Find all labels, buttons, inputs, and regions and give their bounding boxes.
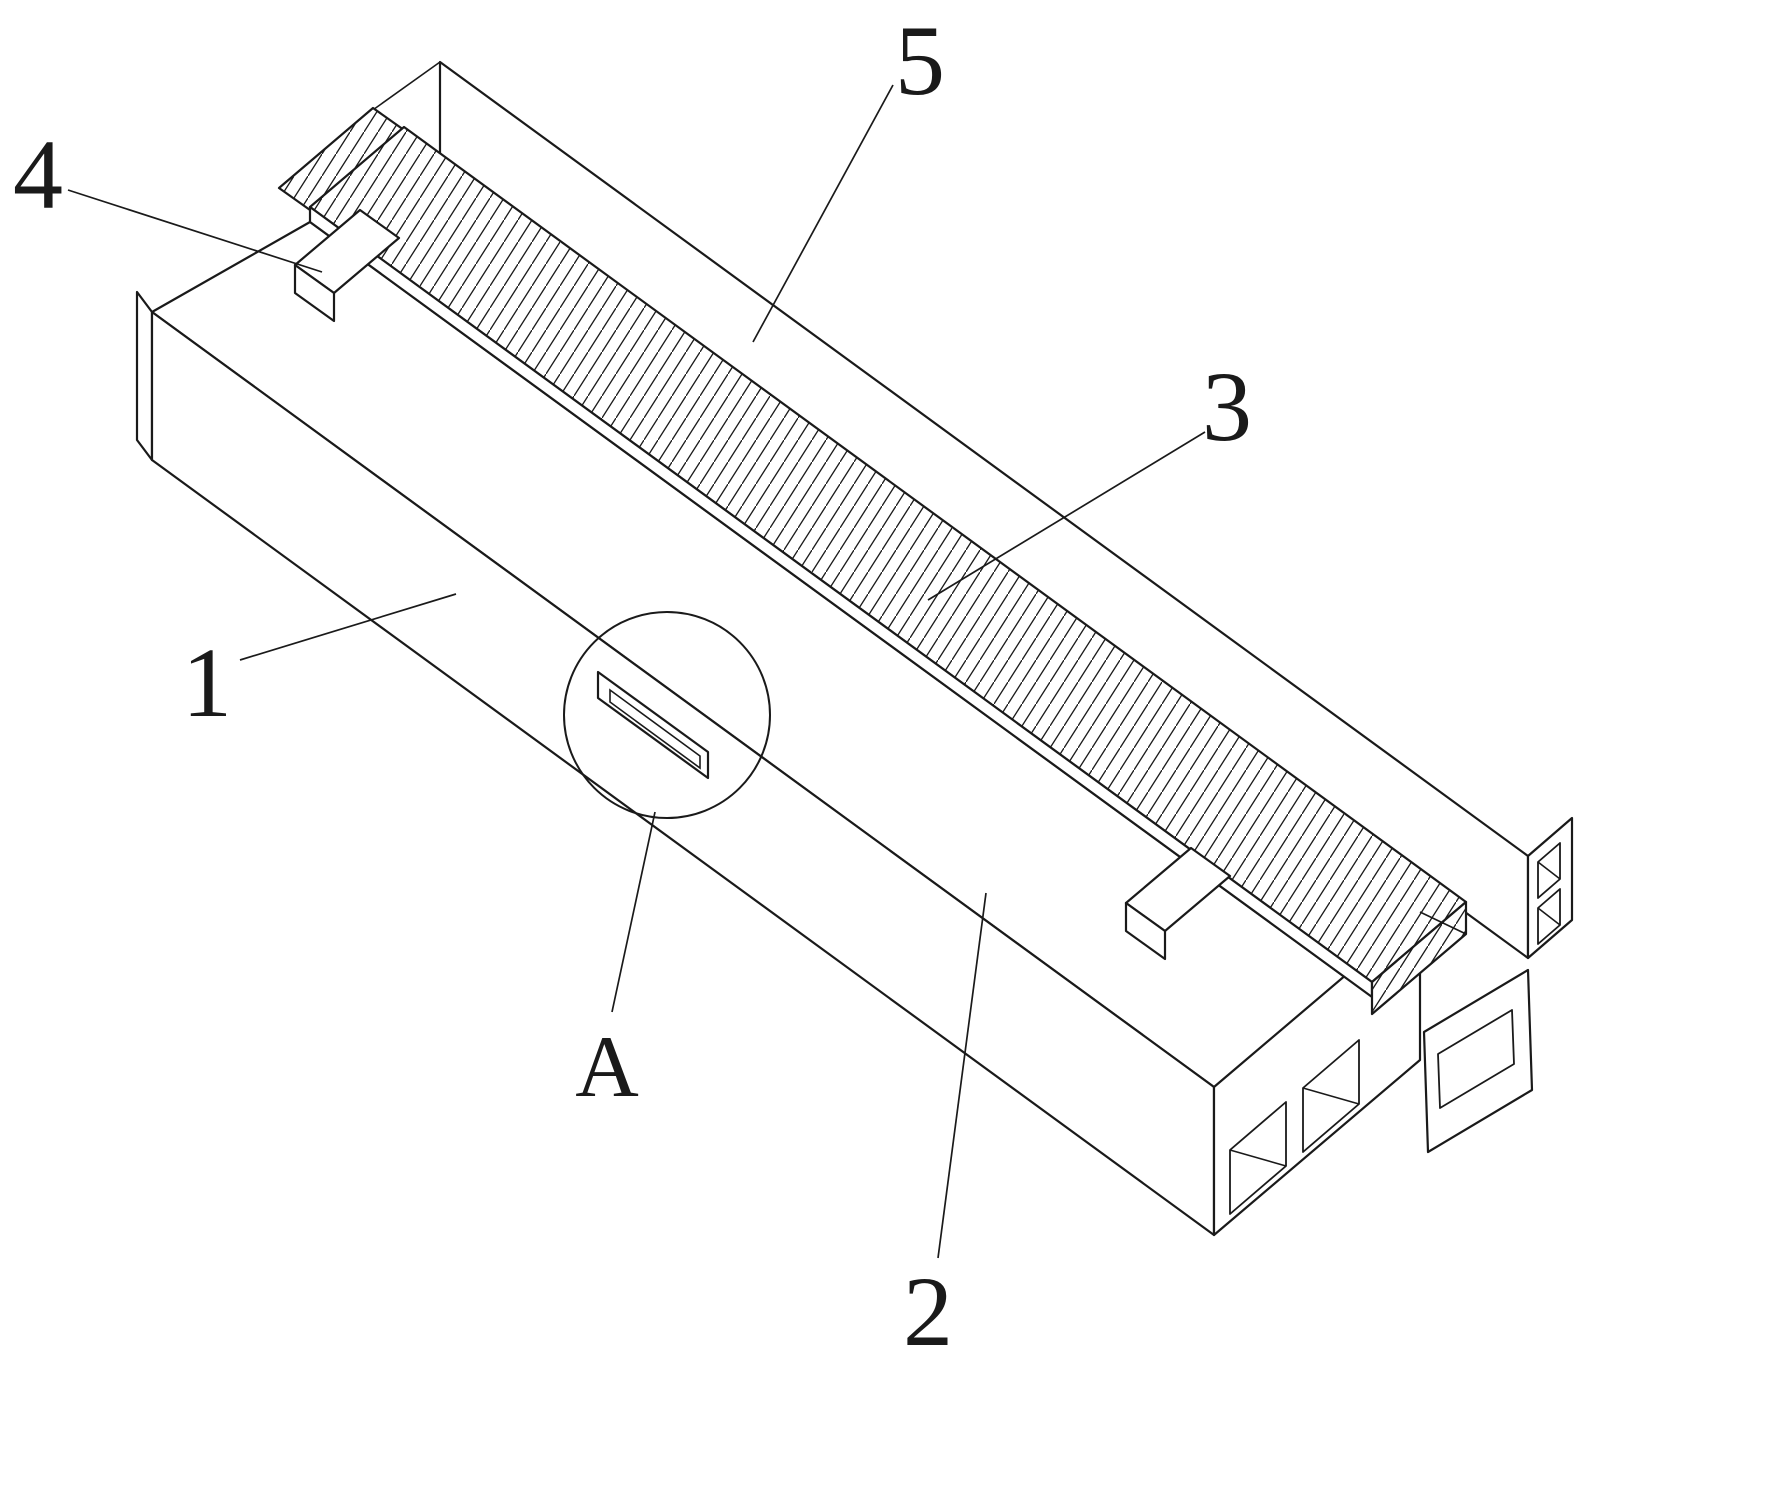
label-A: A — [575, 1019, 639, 1116]
leader-line-1 — [239, 593, 457, 661]
clip-rear-right-front-face — [1124, 901, 1167, 961]
base-end-hole-1-diagonal — [1229, 1149, 1287, 1167]
leader-line-5 — [752, 84, 894, 343]
leader-lines — [67, 84, 1206, 1259]
label-2: 2 — [903, 1256, 953, 1367]
rear-plate-end-hole-1-diagonal — [1537, 861, 1561, 880]
label-4: 4 — [13, 119, 63, 230]
base-end-hole-2-diagonal — [1302, 1087, 1360, 1105]
leader-line-4 — [67, 189, 323, 273]
label-3: 3 — [1202, 351, 1252, 462]
detail-feature — [563, 611, 771, 819]
detail-slot-outer — [596, 670, 710, 780]
rear-plate-end-hole-2-diagonal — [1537, 907, 1561, 926]
channel-edge-line — [1419, 911, 1467, 935]
rack-strip — [277, 106, 1468, 1016]
leader-line-2 — [937, 892, 987, 1259]
reference-numerals: 1 2 3 4 5 A — [13, 5, 1252, 1367]
leader-line-A — [611, 811, 656, 1013]
base-left-end-face — [135, 290, 154, 462]
clip-rear-right — [1124, 846, 1232, 961]
label-5: 5 — [895, 5, 945, 116]
end-bracket — [1422, 968, 1534, 1154]
label-1: 1 — [182, 627, 232, 738]
clip-front-left-front-face — [293, 263, 336, 323]
rear-plate — [369, 60, 1574, 960]
rear-plate-left-edge — [369, 61, 441, 113]
leader-line-3 — [927, 431, 1206, 601]
end-bracket-slot — [1437, 1009, 1515, 1109]
detail-circle — [563, 611, 771, 819]
detail-slot-inner — [609, 688, 701, 770]
